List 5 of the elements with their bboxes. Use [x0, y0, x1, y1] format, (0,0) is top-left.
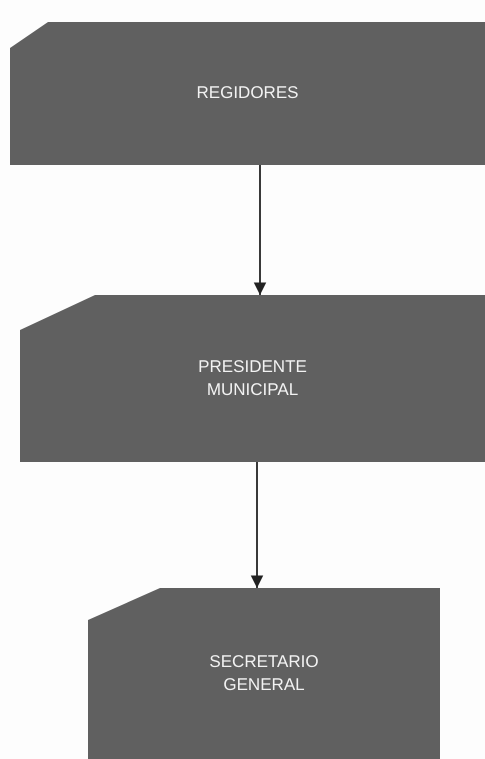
- node-label: SECRETARIO GENERAL: [208, 651, 320, 696]
- node-label: PRESIDENTE MUNICIPAL: [197, 356, 308, 400]
- node-label: REGIDORES: [196, 82, 299, 104]
- arrow: [250, 462, 264, 588]
- arrow: [254, 165, 266, 295]
